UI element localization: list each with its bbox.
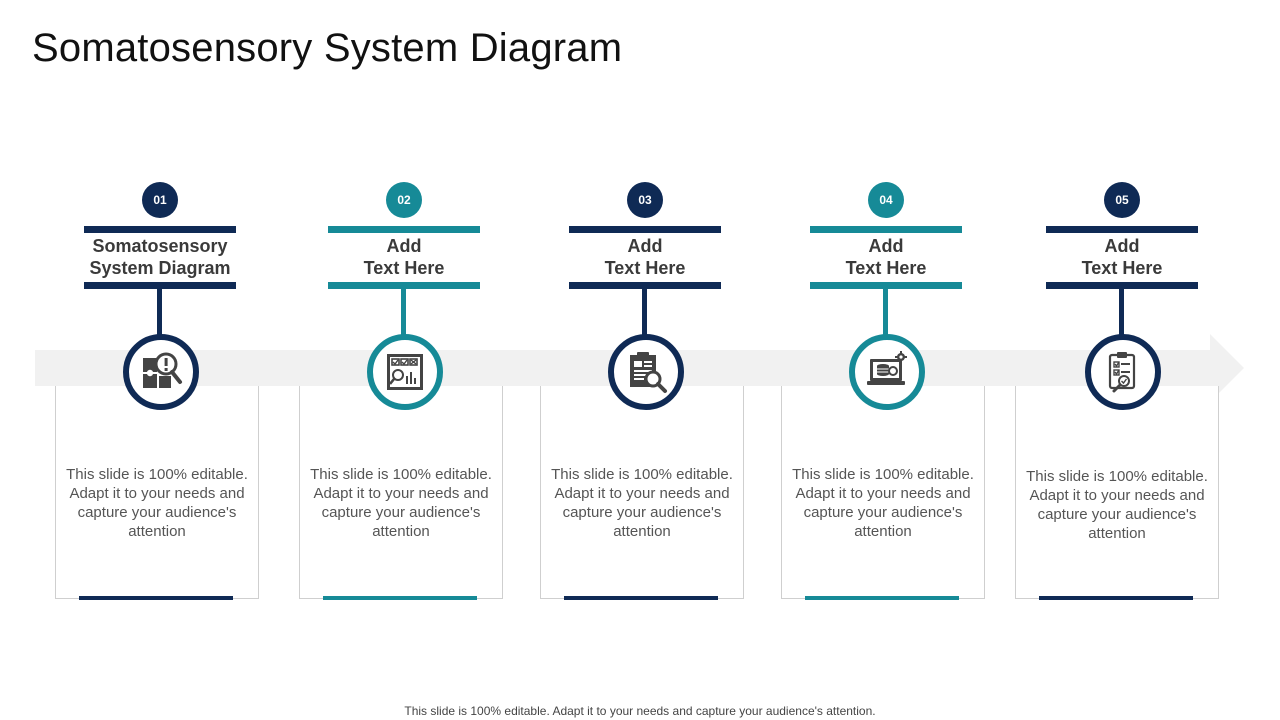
dashboard-analysis-icon — [387, 354, 423, 390]
puzzle-magnifier-icon — [143, 352, 182, 388]
step-label-line1: Add — [386, 236, 422, 256]
label-rule-bottom — [328, 282, 480, 289]
step-1: This slide is 100% editable. Adapt it to… — [55, 0, 261, 720]
label-rule-bottom — [84, 282, 236, 289]
step-number-badge: 03 — [627, 182, 663, 218]
clipboard-check-icon — [1108, 352, 1136, 393]
label-rule-bottom — [1046, 282, 1198, 289]
label-rule-top — [328, 226, 480, 233]
step-label: Add Text Here — [1032, 235, 1212, 279]
label-rule-top — [810, 226, 962, 233]
step-label: Add Text Here — [314, 235, 494, 279]
step-label-line1: Add — [627, 236, 663, 256]
step-card-bar — [564, 596, 718, 600]
step-label-line2: Text Here — [363, 258, 445, 278]
step-label-line2: Text Here — [604, 258, 686, 278]
icon-circle — [608, 334, 684, 410]
icon-circle — [849, 334, 925, 410]
step-number-badge: 02 — [386, 182, 422, 218]
step-number-badge: 04 — [868, 182, 904, 218]
step-card — [540, 386, 744, 599]
laptop-database-gear-icon — [867, 351, 907, 385]
connector-stem — [1119, 289, 1124, 337]
step-description: This slide is 100% editable. Adapt it to… — [551, 466, 733, 540]
icon-circle — [123, 334, 199, 410]
step-description: This slide is 100% editable. Adapt it to… — [792, 466, 974, 540]
step-card-bar — [79, 596, 233, 600]
icon-circle — [367, 334, 443, 410]
step-description: This slide is 100% editable. Adapt it to… — [66, 466, 248, 540]
label-rule-top — [1046, 226, 1198, 233]
step-label-line1: Somatosensory — [92, 236, 228, 256]
step-number-badge: 01 — [142, 182, 178, 218]
step-card-bar — [805, 596, 959, 600]
label-rule-top — [84, 226, 236, 233]
label-rule-top — [569, 226, 721, 233]
step-label: Add Text Here — [796, 235, 976, 279]
step-card-bar — [1039, 596, 1193, 600]
step-label-line1: Add — [1104, 236, 1140, 256]
step-description: This slide is 100% editable. Adapt it to… — [1026, 468, 1208, 542]
step-label: Add Text Here — [555, 235, 735, 279]
connector-stem — [883, 289, 888, 337]
step-2: This slide is 100% editable. Adapt it to… — [299, 0, 505, 720]
step-4: This slide is 100% editable. Adapt it to… — [781, 0, 987, 720]
document-search-icon — [630, 352, 667, 393]
connector-stem — [401, 289, 406, 337]
connector-stem — [157, 289, 162, 337]
slide-title: Somatosensory System Diagram — [32, 26, 623, 70]
step-card-bar — [323, 596, 477, 600]
step-label-line2: Text Here — [1081, 258, 1163, 278]
step-label: Somatosensory System Diagram — [70, 235, 250, 279]
step-card — [781, 386, 985, 599]
step-number-badge: 05 — [1104, 182, 1140, 218]
label-rule-bottom — [569, 282, 721, 289]
label-rule-bottom — [810, 282, 962, 289]
icon-circle — [1085, 334, 1161, 410]
step-label-line2: System Diagram — [89, 258, 231, 278]
connector-stem — [642, 289, 647, 337]
step-3: This slide is 100% editable. Adapt it to… — [540, 0, 746, 720]
step-label-line1: Add — [868, 236, 904, 256]
step-label-line2: Text Here — [845, 258, 927, 278]
step-description: This slide is 100% editable. Adapt it to… — [310, 466, 492, 540]
footer-note: This slide is 100% editable. Adapt it to… — [404, 704, 876, 718]
step-card — [1015, 386, 1219, 599]
step-5: This slide is 100% editable. Adapt it to… — [1015, 0, 1221, 720]
